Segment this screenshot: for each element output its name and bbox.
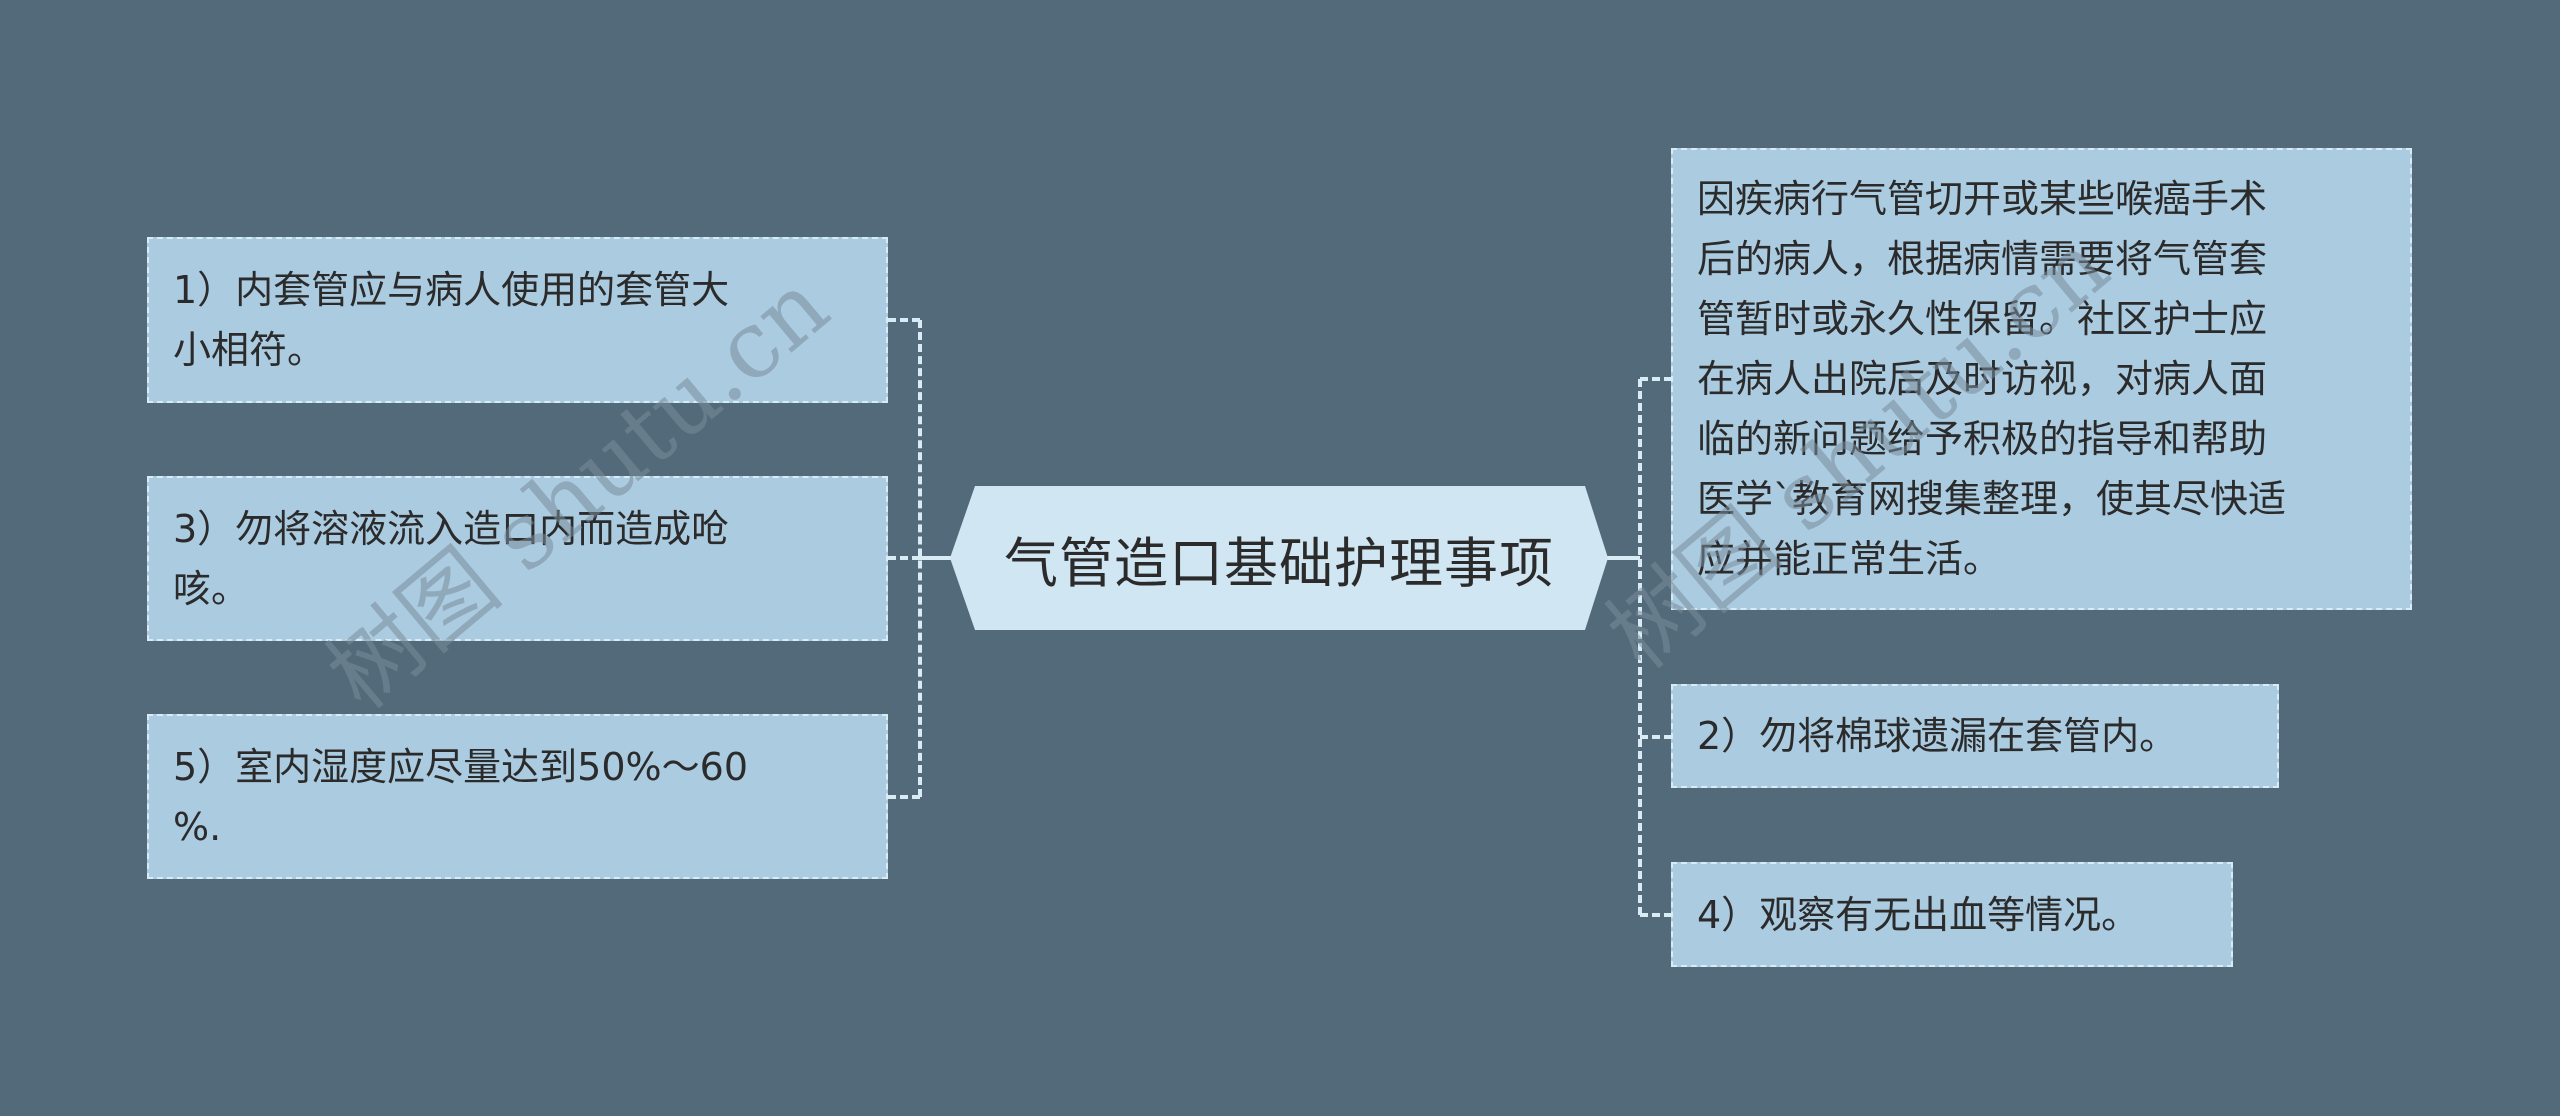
branch-text-line: 1）内套管应与病人使用的套管大 (173, 268, 730, 312)
branch-text-line: 3）勿将溶液流入造口内而造成呛 (173, 506, 730, 551)
root-left-connector (920, 556, 952, 560)
branch-node-3[interactable]: 3）勿将溶液流入造口内而造成呛 咳。 (147, 476, 888, 641)
branch-node-5[interactable]: 5）室内湿度应尽量达到50%～60 %. (147, 714, 888, 879)
left-connector-5 (888, 795, 920, 799)
branch-text-line: 因疾病行气管切开或某些喉癌手术 (1697, 177, 2268, 221)
branch-node-4[interactable]: 4）观察有无出血等情况。 (1671, 862, 2233, 967)
branch-text-line: 2）勿将棉球遗漏在套管内。 (1697, 714, 2178, 758)
right-connector-top (1640, 377, 1672, 381)
root-right-connector (1606, 556, 1640, 560)
branch-node-1[interactable]: 1）内套管应与病人使用的套管大 小相符。 (147, 237, 888, 403)
right-connector-4 (1640, 913, 1672, 917)
branch-text-line: 5）室内湿度应尽量达到50%～60 (173, 744, 748, 789)
branch-text-line: 4）观察有无出血等情况。 (1697, 892, 2140, 937)
root-topic[interactable]: 气管造口基础护理事项 (950, 486, 1608, 630)
branch-text-line: 应并能正常生活。 (1697, 537, 2002, 581)
branch-text-line: 医学`教育网搜集整理，使其尽快适 (1697, 477, 2287, 521)
branch-text-line: 咳。 (173, 566, 250, 611)
branch-text-line: %. (173, 804, 222, 849)
left-connector-1 (888, 318, 920, 322)
right-connector-2 (1640, 735, 1672, 739)
root-topic-label: 气管造口基础护理事项 (1004, 531, 1554, 595)
branch-text-line: 管暂时或永久性保留。社区护士应 (1697, 297, 2268, 341)
branch-node-2[interactable]: 2）勿将棉球遗漏在套管内。 (1671, 684, 2279, 788)
branch-text-line: 后的病人，根据病情需要将气管套 (1697, 237, 2268, 281)
right-connector-vertical (1638, 379, 1642, 915)
branch-node-overview[interactable]: 因疾病行气管切开或某些喉癌手术 后的病人，根据病情需要将气管套 管暂时或永久性保… (1671, 148, 2412, 610)
left-connector-3 (888, 556, 920, 560)
branch-text-line: 小相符。 (173, 328, 326, 372)
branch-text-line: 在病人出院后及时访视，对病人面 (1697, 357, 2268, 401)
branch-text-line: 临的新问题给予积极的指导和帮助 (1697, 417, 2268, 461)
